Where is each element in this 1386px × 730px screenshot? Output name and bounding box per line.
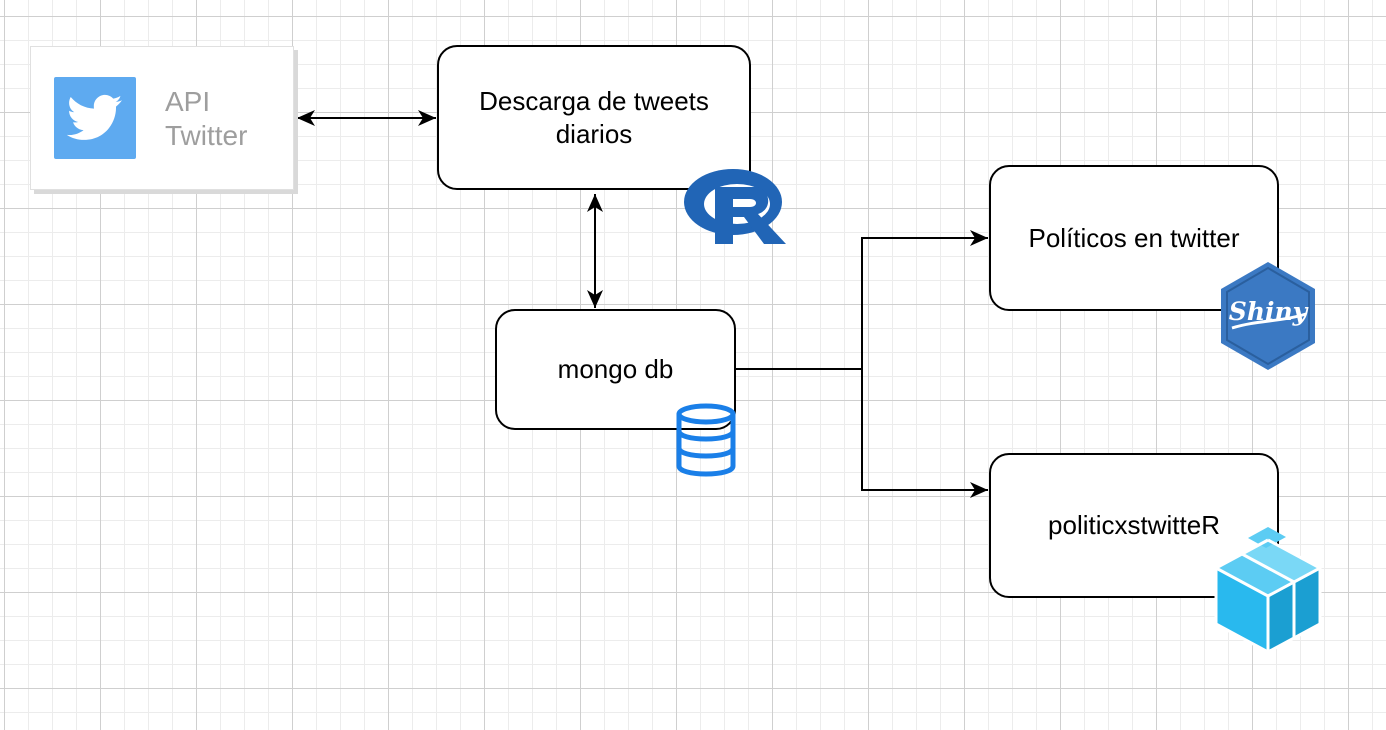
database-icon xyxy=(674,403,738,477)
mongo-db-label: mongo db xyxy=(557,354,674,384)
descarga-label: Descarga de tweets diarios xyxy=(479,85,709,149)
politicos-node[interactable]: Políticos en twitter xyxy=(989,165,1279,311)
edge-mongo-politicos xyxy=(736,230,988,370)
api-twitter-line1: API xyxy=(165,86,211,117)
edge-mongo-package xyxy=(861,369,988,498)
mongo-db-node[interactable]: mongo db xyxy=(495,309,736,430)
api-twitter-node[interactable]: API Twitter xyxy=(30,46,294,190)
api-twitter-line2: Twitter xyxy=(165,120,248,151)
package-box-icon xyxy=(1212,524,1324,655)
r-logo-icon xyxy=(682,167,788,245)
api-twitter-label: API Twitter xyxy=(165,85,247,153)
politicos-label: Políticos en twitter xyxy=(1028,222,1240,253)
shiny-hex-icon: Shiny xyxy=(1218,260,1318,372)
twitter-bird-icon xyxy=(54,77,136,159)
package-label: politicxstwitteR xyxy=(1048,510,1220,540)
descarga-node[interactable]: Descarga de tweets diarios xyxy=(437,45,751,190)
